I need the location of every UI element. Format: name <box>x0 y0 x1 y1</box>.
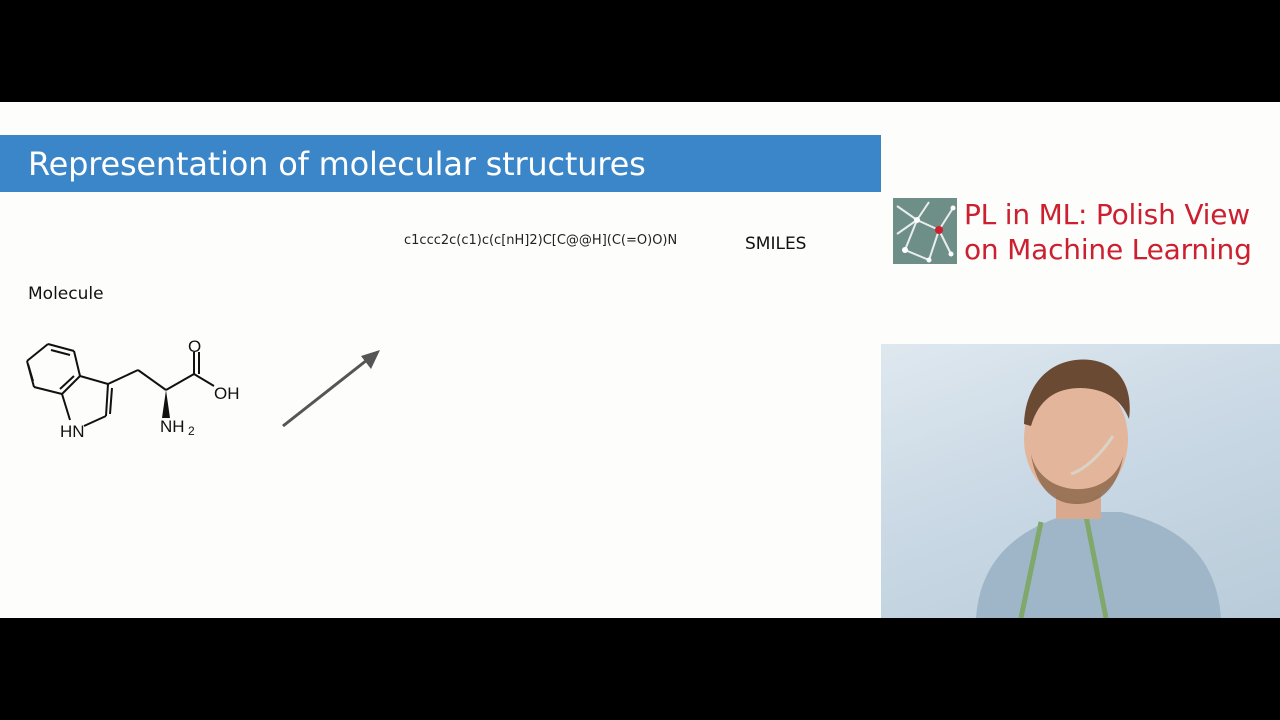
amine-subscript: 2 <box>188 424 195 438</box>
network-graph-icon <box>893 198 957 264</box>
branding-line-2: on Machine Learning <box>964 233 1252 266</box>
speaker-silhouette <box>976 359 1221 618</box>
arrow-icon <box>282 350 380 428</box>
conference-branding: PL in ML: Polish View on Machine Learnin… <box>964 197 1252 267</box>
presentation-slide: Representation of molecular structures c… <box>0 102 1280 618</box>
tryptophan-structure: O OH HN NH 2 <box>26 337 240 441</box>
hydroxyl-label: OH <box>214 384 240 403</box>
slide-title: Representation of molecular structures <box>28 145 646 183</box>
smiles-label: SMILES <box>745 234 807 254</box>
oxygen-label: O <box>188 337 201 356</box>
smiles-string: c1ccc2c(c1)c(c[nH]2)C[C@@H](C(=O)O)N <box>404 233 678 248</box>
indole-nh-label: HN <box>60 422 85 441</box>
speaker-video <box>881 344 1280 618</box>
branding-line-1: PL in ML: Polish View <box>964 198 1250 231</box>
title-bar: Representation of molecular structures <box>0 135 881 192</box>
amine-label: NH <box>160 417 185 436</box>
molecule-label: Molecule <box>28 284 104 304</box>
